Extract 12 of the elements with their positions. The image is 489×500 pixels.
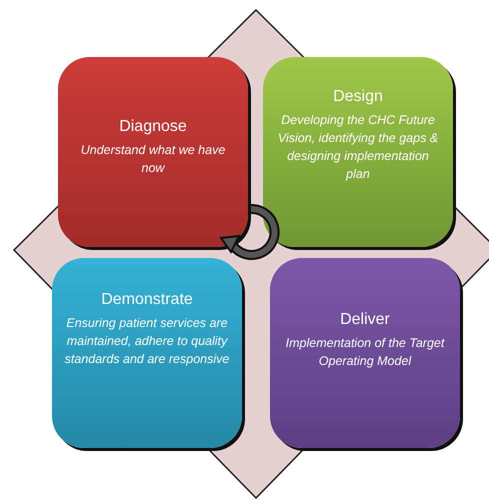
process-box [270,258,460,448]
box-description: Developing the CHC Future Vision, identifying the gaps & designing implementation plan [276,112,440,183]
box-description: Ensuring patient services are maintained, adhere to quality standards and are responsive [64,315,230,368]
box-heading: Deliver [340,310,390,330]
box-heading: Design [333,87,383,107]
process-box [58,57,248,247]
box-description: Understand what we have now [80,142,226,177]
process-box [52,258,242,448]
box-heading: Diagnose [119,117,187,137]
box-description: Implementation of the Target Operating Model [284,335,446,370]
process-box [263,57,453,247]
box-heading: Demonstrate [101,290,193,310]
